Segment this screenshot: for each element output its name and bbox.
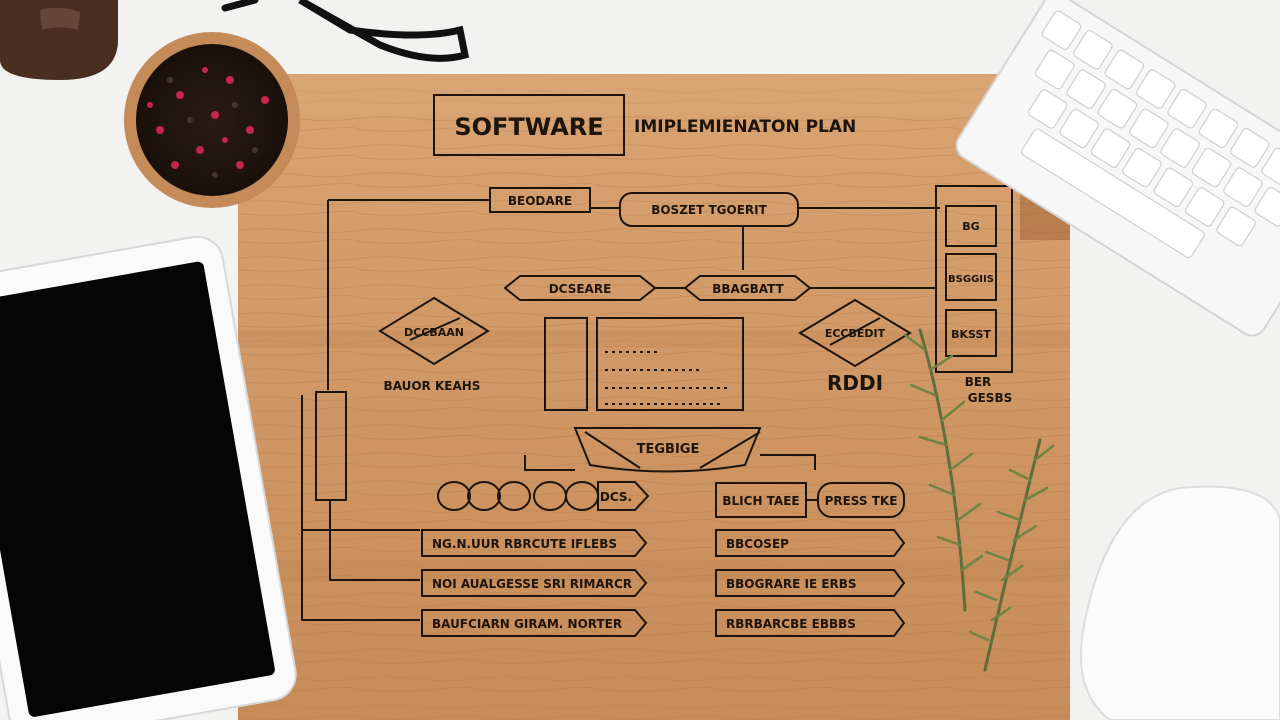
- box-b2: [619, 192, 799, 227]
- row-left-1-shape: [421, 529, 648, 557]
- title-box: [433, 94, 625, 156]
- row-right-2-shape: [715, 569, 906, 597]
- implementation-diagram: [301, 94, 1013, 637]
- row-right-3-shape: [715, 609, 906, 637]
- row-right-2-text: BBOGRARE IE ERBS: [726, 577, 857, 591]
- box-b3-text: DCSEARE: [549, 282, 612, 296]
- row-right-1-text: BBCOSEP: [726, 537, 789, 551]
- circle-row: [437, 481, 650, 511]
- title-rest-text: IMIPLEMIENATON PLAN: [634, 117, 856, 137]
- box-b1-text: BEODARE: [508, 194, 572, 208]
- box-b3: [503, 275, 657, 301]
- right-caption-2: GESBS: [968, 391, 1012, 405]
- right-panel-text-3: BKSST: [951, 328, 991, 341]
- row-left-1-text: NG.N.UUR RBRCUTE IFLEBS: [432, 537, 617, 551]
- mid-right-1-text: BLICH TAEE: [722, 494, 799, 508]
- center-panel: [596, 317, 744, 411]
- diamond-d3-text: ECCBEDIT: [825, 327, 886, 340]
- diagram-text: SOFTWARE IMIPLEMIENATON PLAN BEODARE BOS…: [384, 113, 1013, 631]
- diamond-d3-caption: RDDI: [827, 371, 883, 395]
- box-b2-text: BOSZET TGOERIT: [651, 203, 767, 217]
- right-panel-text-2: BSGGIIS: [948, 274, 994, 285]
- right-panel-text-1: BG: [962, 220, 979, 233]
- center-bowl-shape: [573, 427, 762, 473]
- right-stack-panel: [935, 185, 1013, 373]
- row-left-2-text: NOI AUALGESSE SRI RIMARCR: [432, 577, 632, 591]
- eyeglasses: [221, 0, 470, 62]
- title-boxed-text: SOFTWARE: [454, 113, 603, 141]
- circles-end-text: DCS.: [600, 490, 632, 504]
- center-bowl-text: TEGBIGE: [637, 442, 700, 457]
- peppercorn-bowl: [124, 32, 300, 208]
- vertical-panel-left: [544, 317, 588, 411]
- mouse: [1079, 485, 1280, 720]
- tablet-screen: [0, 261, 275, 717]
- box-b4-text: BBAGBATT: [712, 282, 784, 296]
- diamond-d1-text: DCCBAAN: [404, 326, 464, 339]
- row-right-1-shape: [715, 529, 906, 557]
- row-left-2-shape: [421, 569, 648, 597]
- diamond-d1-caption: BAUOR KEAHS: [384, 379, 481, 393]
- diamond-d1: [378, 296, 490, 366]
- right-caption-1: BER: [965, 375, 992, 389]
- row-right-3-text: RBRBARCBE EBBBS: [726, 617, 856, 631]
- diamond-d3: [798, 298, 912, 368]
- rosemary-sprigs: [903, 328, 1055, 672]
- wooden-board: [238, 74, 1070, 720]
- keyboard: [955, 0, 1280, 337]
- row-left-3-shape: [421, 609, 648, 637]
- mid-right-2-text: PRESS TKE: [825, 494, 898, 508]
- row-left-3-text: BAUFCIARN GIRAM. NORTER: [432, 617, 622, 631]
- tablet: [0, 235, 297, 720]
- bottle: [0, 0, 118, 80]
